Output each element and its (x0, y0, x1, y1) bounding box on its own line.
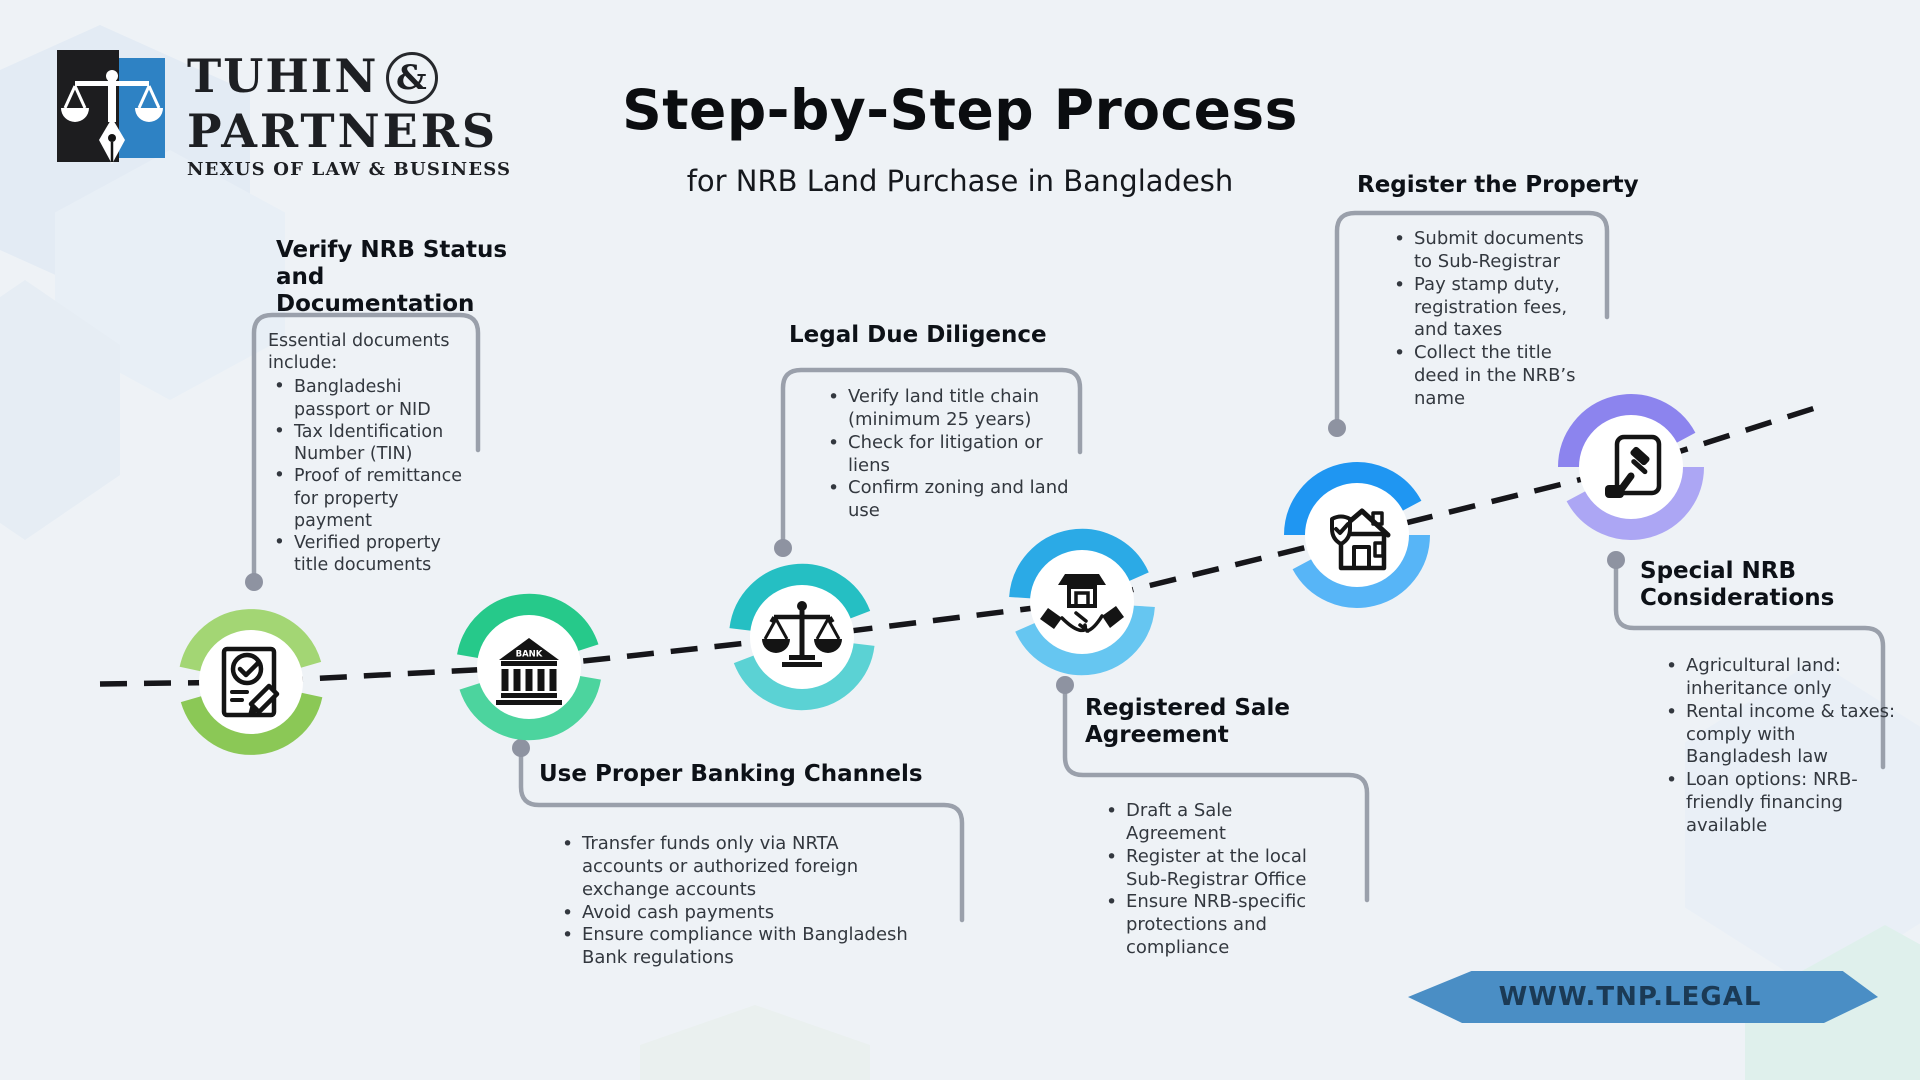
step6-ring (1558, 394, 1696, 468)
brand-tagline: NEXUS OF LAW & BUSINESS (187, 159, 512, 180)
header: Step-by-Step Process for NRB Land Purcha… (580, 78, 1340, 198)
callout-line-step5 (1334, 210, 1610, 431)
callout-dot (774, 539, 792, 557)
bullet-item: Pay stamp duty, registration fees, and t… (1388, 273, 1602, 343)
page-title: Step-by-Step Process (622, 78, 1298, 142)
callout-dot (1056, 676, 1074, 694)
step2-ring (457, 593, 599, 659)
callout-line-step4 (1062, 682, 1370, 903)
step5-details: Submit documents to Sub-Registrar Pay st… (1388, 227, 1602, 411)
bullet-item: Avoid cash payments (556, 901, 912, 925)
step2-details: Transfer funds only via NRTA accounts or… (556, 832, 912, 970)
callout-dot (512, 739, 530, 757)
callout-line-step6 (1613, 557, 1886, 770)
callout-line-step3 (780, 367, 1083, 551)
step6-ring (1566, 466, 1704, 540)
brand-logo: TUHIN& PARTNERS NEXUS OF LAW & BUSINESS (57, 50, 511, 179)
step4-bullet-list: Draft a Sale Agreement Register at the l… (1100, 799, 1336, 960)
deed-gavel-icon (1605, 434, 1662, 498)
step2-bullet-list: Transfer funds only via NRTA accounts or… (556, 832, 912, 970)
step1-ring (179, 609, 322, 672)
step5-ring (1292, 534, 1430, 608)
bullet-item: Agricultural land: inheritance only (1660, 654, 1901, 701)
callout-line-step1 (251, 312, 481, 585)
step6-details: Agricultural land: inheritance only Rent… (1660, 654, 1901, 838)
document-check-icon (221, 646, 280, 718)
step3-ring (733, 642, 875, 711)
step3-ring (729, 563, 871, 632)
callout-dot (1328, 419, 1346, 437)
bullet-item: Tax Identification Number (TIN) (268, 420, 480, 465)
website-banner[interactable]: WWW.TNP.LEGAL (1408, 971, 1878, 1023)
bullet-item: Draft a Sale Agreement (1100, 799, 1336, 846)
bullet-item: Ensure compliance with Bangladesh Bank r… (556, 923, 912, 970)
step3-bullet-list: Verify land title chain (minimum 25 year… (822, 385, 1088, 523)
bullet-item: Proof of remittance for property payment (268, 464, 480, 532)
step1-details: Essential documents include: Bangladeshi… (268, 330, 480, 576)
bullet-item: Verify land title chain (minimum 25 year… (822, 385, 1088, 432)
brand-name-line1: TUHIN& (187, 50, 511, 104)
step5-title: Register the Property (1357, 172, 1639, 198)
step1-ring (180, 692, 323, 755)
step1-intro: Essential documents include: (268, 331, 450, 374)
bullet-item: Transfer funds only via NRTA accounts or… (556, 832, 912, 902)
bank-icon: BANK (496, 638, 562, 705)
step2-title: Use Proper Banking Channels (539, 761, 923, 787)
svg-text:BANK: BANK (516, 650, 543, 660)
step1-bullet-list: Bangladeshi passport or NID Tax Identifi… (268, 375, 480, 576)
scales-of-justice-icon (762, 601, 842, 667)
page-subtitle: for NRB Land Purchase in Bangladesh (686, 164, 1234, 198)
step3-title: Legal Due Diligence (789, 322, 1047, 348)
bullet-item: Check for litigation or liens (822, 431, 1088, 478)
step6-title: Special NRB Considerations (1640, 558, 1835, 612)
callout-connectors (251, 210, 1886, 923)
bullet-item: Confirm zoning and land use (822, 476, 1088, 523)
step3-details: Verify land title chain (minimum 25 year… (822, 385, 1088, 523)
callout-line-step2 (518, 745, 965, 923)
bullet-item: Collect the title deed in the NRB’s name (1388, 341, 1602, 411)
step5-ring (1284, 462, 1422, 536)
callout-dots (245, 419, 1625, 757)
sale-agreement-handshake-icon (1040, 574, 1124, 633)
callout-dot (1607, 551, 1625, 569)
bullet-item: Register at the local Sub-Registrar Offi… (1100, 845, 1336, 892)
step1-title: Verify NRB Status and Documentation (276, 237, 508, 318)
callout-dot (245, 573, 263, 591)
website-url: WWW.TNP.LEGAL (1498, 982, 1762, 1012)
step6-bullet-list: Agricultural land: inheritance only Rent… (1660, 654, 1901, 838)
bullet-item: Verified property title documents (268, 531, 480, 576)
bullet-item: Rental income & taxes: comply with Bangl… (1660, 700, 1901, 770)
step-rings (179, 394, 1704, 755)
step5-bullet-list: Submit documents to Sub-Registrar Pay st… (1388, 227, 1602, 411)
ampersand-mark: & (386, 52, 439, 104)
step4-details: Draft a Sale Agreement Register at the l… (1100, 799, 1336, 960)
scales-pen-logo-icon (57, 50, 165, 164)
step4-title: Registered Sale Agreement (1085, 695, 1290, 749)
bullet-item: Submit documents to Sub-Registrar (1388, 227, 1602, 274)
bullet-item: Ensure NRB-specific protections and comp… (1100, 890, 1336, 960)
step4-ring (1015, 605, 1155, 676)
step4-ring (1009, 528, 1149, 599)
step2-ring (459, 675, 601, 741)
bullet-item: Bangladeshi passport or NID (268, 375, 480, 420)
brand-name-line2: PARTNERS (187, 104, 499, 158)
bullet-item: Loan options: NRB-friendly financing ava… (1660, 768, 1901, 838)
house-shield-icon (1330, 508, 1391, 571)
